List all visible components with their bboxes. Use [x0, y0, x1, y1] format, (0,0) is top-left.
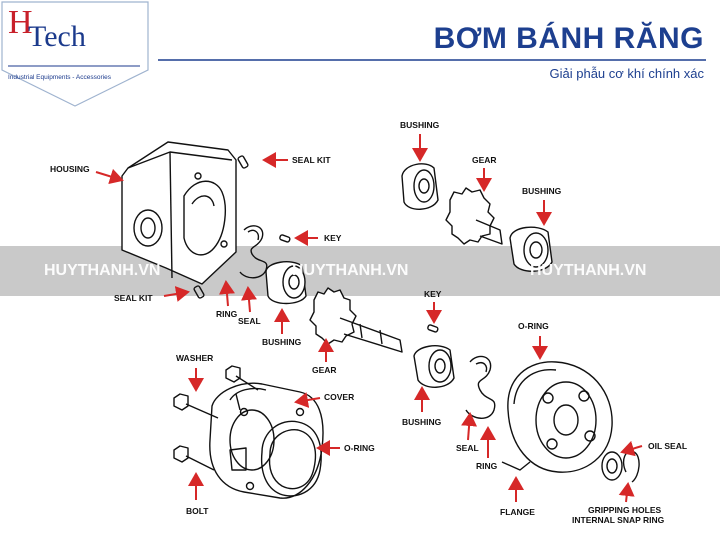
label-key-right: KEY: [424, 289, 442, 299]
label-gear-center: GEAR: [312, 365, 337, 375]
bushing-right-part: [509, 226, 553, 272]
arrow-oil-seal: [620, 440, 643, 457]
watermark-right: HUYTHANH.VN: [530, 262, 647, 279]
logo-word-tech: Tech: [28, 20, 86, 53]
label-o-ring-lower: O-RING: [344, 443, 375, 453]
logo-letter-h: H: [8, 4, 33, 41]
oil-seal-part: [601, 451, 623, 481]
bushing-center-part: [265, 261, 307, 305]
arrow-seal-lower: [461, 412, 478, 441]
gear-center-part: [309, 287, 403, 353]
label-bushing-top: BUSHING: [400, 120, 440, 130]
label-cover: COVER: [324, 392, 355, 402]
watermark-band: [0, 246, 720, 296]
internal-snap-ring-part: [622, 450, 640, 483]
page-subtitle: Giải phẫu cơ khí chính xác: [549, 66, 705, 81]
label-seal-left: SEAL: [238, 316, 261, 326]
label-bushing-right: BUSHING: [522, 186, 562, 196]
flange-part: [501, 361, 613, 473]
label-housing: HOUSING: [50, 164, 90, 174]
bushing-lower-part: [413, 345, 455, 388]
key-center-part: [279, 234, 291, 243]
arrow-ring-left: [219, 280, 235, 307]
arrow-snap-ring: [618, 482, 635, 503]
arrow-seal-left: [241, 286, 257, 313]
label-washer: WASHER: [176, 353, 214, 363]
watermark-center: HUYTHANH.VN: [292, 262, 409, 279]
label-bolt: BOLT: [186, 506, 209, 516]
label-internal-snap-ring: INTERNAL SNAP RING: [572, 515, 665, 525]
label-seal-lower: SEAL: [456, 443, 479, 453]
arrow-seal-kit-left: [163, 286, 190, 302]
label-seal-kit-left: SEAL KIT: [114, 293, 153, 303]
logo-tagline: Industrial Equipments - Accessories: [8, 74, 111, 81]
label-o-ring-right: O-RING: [518, 321, 549, 331]
htech-logo: H Tech Industrial Equipments - Accessori…: [0, 0, 150, 108]
label-key-center: KEY: [324, 233, 342, 243]
gear-top-part: [445, 187, 503, 245]
key-right-part: [427, 324, 439, 333]
ring-seal-left: [239, 225, 268, 279]
ring-seal-lower: [465, 355, 496, 419]
label-flange: FLANGE: [500, 507, 535, 517]
logo-frame: [1, 1, 149, 107]
label-bushing-center: BUSHING: [262, 337, 302, 347]
label-oil-seal: OIL SEAL: [648, 441, 688, 451]
label-gear-top: GEAR: [472, 155, 497, 165]
housing-part: [121, 141, 237, 285]
arrow-housing: [95, 168, 124, 185]
label-ring-left: RING: [216, 309, 238, 319]
label-ring-lower: RING: [476, 461, 498, 471]
label-seal-kit-top: SEAL KIT: [292, 155, 331, 165]
seal-kit-pin-left: [193, 285, 205, 299]
o-ring-cover-part: [260, 420, 322, 497]
seal-kit-pin-top: [237, 155, 249, 169]
washers-bolts-part: [173, 365, 259, 471]
bushing-top-part: [401, 163, 439, 210]
label-bushing-lower: BUSHING: [402, 417, 442, 427]
label-gripping-holes: GRIPPING HOLES: [588, 505, 662, 515]
arrow-cover: [294, 392, 321, 408]
watermark-left: HUYTHANH.VN: [44, 262, 161, 279]
page-title: BƠM BÁNH RĂNG: [433, 22, 704, 55]
